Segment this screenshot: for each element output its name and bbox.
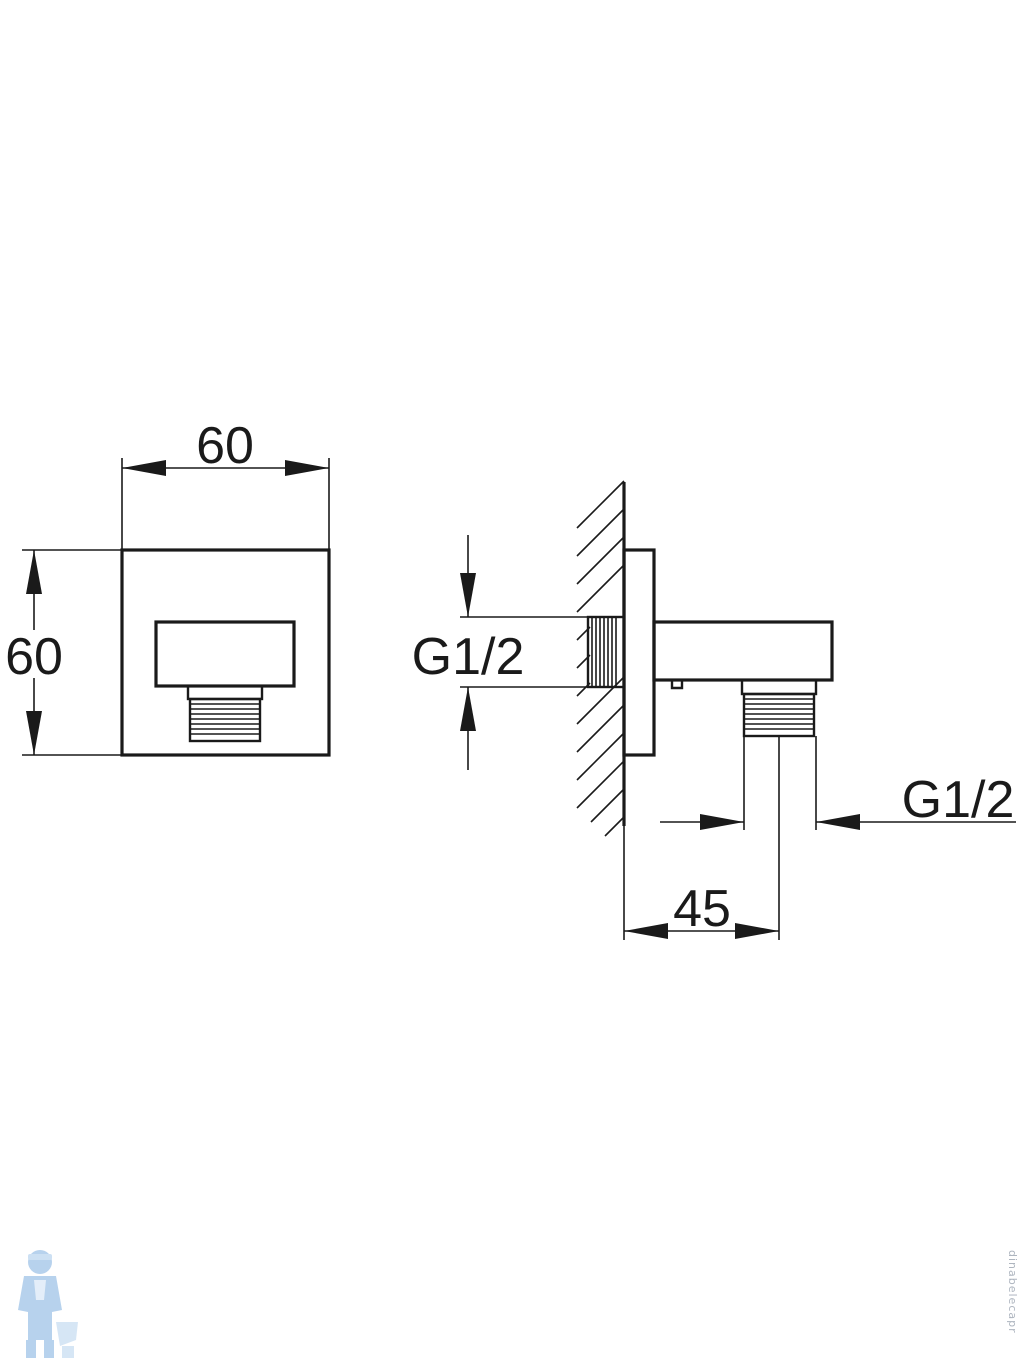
watermark-text: dinabelecapr (1006, 1250, 1019, 1334)
height-label: 60 (5, 628, 63, 686)
inlet-thread (586, 615, 626, 689)
front-outlet-body (154, 620, 296, 688)
side-nub (670, 680, 684, 690)
side-outlet-thread (742, 692, 816, 738)
front-thread (188, 697, 262, 743)
height-dimension: 60 (4, 549, 122, 756)
side-arm (652, 620, 834, 682)
inlet-thread-dimension: G1/2 (404, 535, 588, 770)
front-plate (120, 548, 331, 757)
side-plate (622, 548, 656, 757)
outlet-thread-dimension: G1/2 (660, 736, 1016, 830)
inlet-thread-label: G1/2 (412, 628, 525, 686)
outlet-thread-label: G1/2 (902, 771, 1015, 829)
projection-dimension: 45 (623, 736, 780, 940)
side-view: G1/2 G1/2 45 (404, 480, 1016, 940)
width-dimension: 60 (121, 417, 330, 550)
front-outlet-collar (186, 684, 264, 701)
width-label: 60 (196, 417, 254, 475)
projection-label: 45 (673, 880, 731, 938)
front-view: 60 60 (4, 417, 331, 757)
side-outlet-collar (740, 678, 818, 696)
plumber-logo (18, 1250, 78, 1358)
